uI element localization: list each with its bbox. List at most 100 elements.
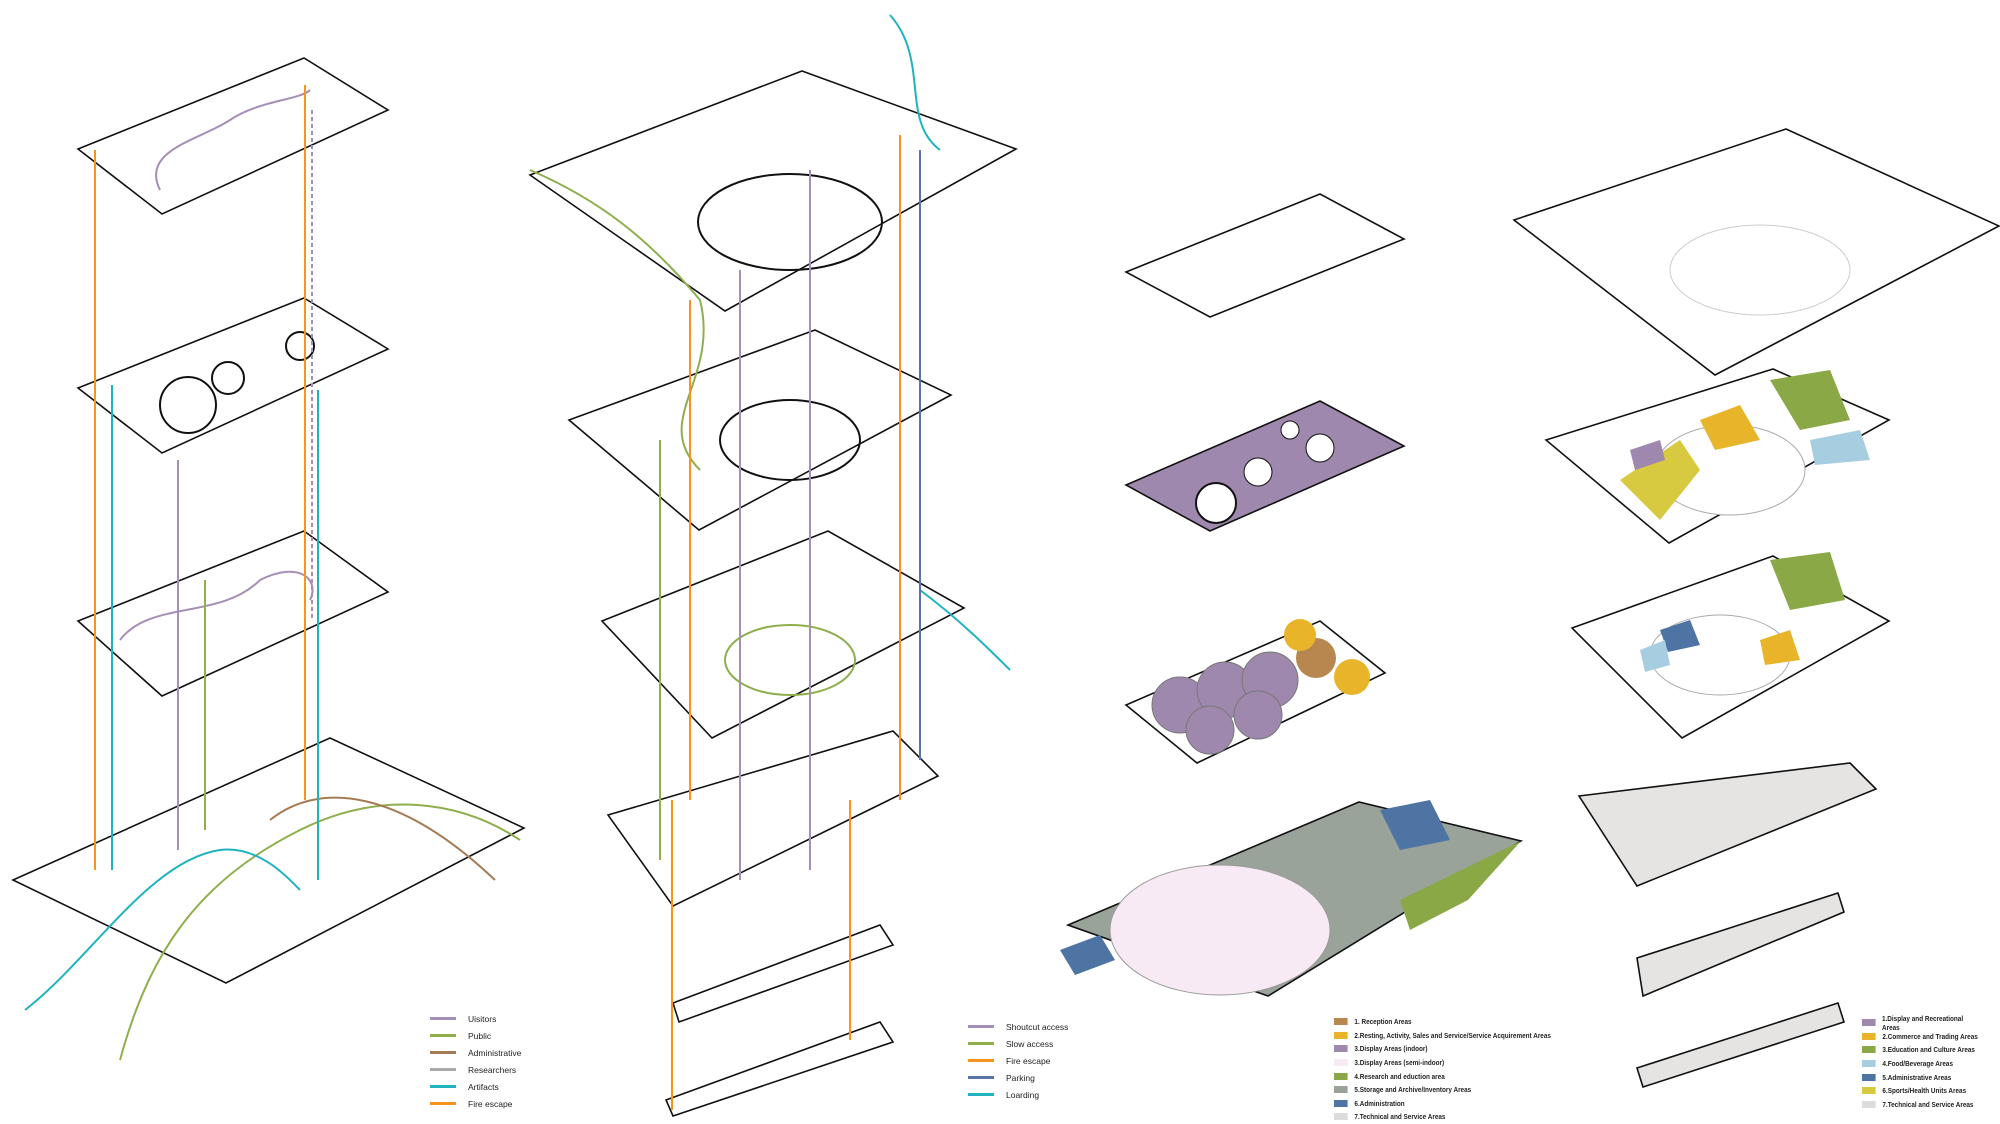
- legend-label: Fire escape: [1006, 1055, 1051, 1066]
- legend-swatch: [968, 1093, 994, 1096]
- legend-label: Slow access: [1006, 1038, 1054, 1049]
- legend-swatch: [1334, 1031, 1348, 1039]
- education-area: [1770, 552, 1845, 610]
- legend-item: Public: [430, 1027, 521, 1044]
- legend-item: Parking: [968, 1069, 1068, 1086]
- slow-access-route: [529, 169, 705, 471]
- legend-item: 6.Sports/Health Units Areas: [1862, 1084, 1979, 1098]
- commerce-area: [1760, 630, 1800, 665]
- central-void: [697, 173, 883, 271]
- legend-label: 2.Commerce and Trading Areas: [1882, 1031, 1978, 1041]
- legend-item: Fire escape: [430, 1095, 521, 1112]
- column-functions-2: [1512, 128, 2000, 1089]
- administration-area: [1060, 800, 1450, 975]
- legend-swatch: [968, 1059, 994, 1062]
- legend-item: 7.Technical and Service Areas: [1862, 1098, 1979, 1112]
- legend-item: 5.Administrative Areas: [1862, 1070, 1979, 1084]
- legend-item: 6.Administration: [1334, 1097, 1551, 1111]
- legend-item: Loarding: [968, 1086, 1068, 1103]
- legend-swatch: [1862, 1060, 1876, 1068]
- artifacts-route: [24, 848, 301, 1011]
- legend-swatch: [1334, 1113, 1348, 1121]
- legend-swatch: [1334, 1059, 1348, 1067]
- floor-plate-ground: [11, 737, 526, 984]
- void: [159, 376, 217, 434]
- void: [1243, 457, 1273, 487]
- resting-area: [1284, 619, 1316, 651]
- legend-label: 3.Display Areas (semi-indoor): [1354, 1058, 1445, 1068]
- legend-label: Researchers: [468, 1064, 517, 1075]
- legend-label: 3.Education and Culture Areas: [1882, 1045, 1975, 1055]
- legend-swatch: [1334, 1018, 1348, 1026]
- legend-item: 4.Research and eduction area: [1334, 1069, 1551, 1083]
- legend-label: Artifacts: [468, 1081, 499, 1092]
- void: [1195, 482, 1237, 524]
- sports-area: [1620, 440, 1700, 520]
- legend-item: 1. Reception Areas: [1334, 1015, 1551, 1029]
- void: [285, 331, 315, 361]
- legend-label: Uisitors: [468, 1013, 497, 1024]
- column-functions-1: [1060, 193, 1524, 997]
- legend-item: 3.Education and Culture Areas: [1862, 1043, 1979, 1057]
- parking-level-b3: [1635, 1001, 1846, 1089]
- parking-level: [606, 730, 940, 908]
- parking-level-b3: [664, 1021, 895, 1117]
- floor-plate-roof: [1512, 128, 2000, 376]
- legend-item: 1.Display and Recreational Areas: [1862, 1014, 1979, 1032]
- research-area: [1400, 841, 1521, 930]
- loading-route: [889, 14, 1011, 671]
- legend-swatch: [430, 1102, 456, 1105]
- legend-item: Uisitors: [430, 1010, 521, 1027]
- legend-label: 7.Technical and Service Areas: [1354, 1112, 1446, 1122]
- legend-label: Parking: [1006, 1072, 1035, 1083]
- legend-label: 4.Food/Beverage Areas: [1882, 1059, 1954, 1069]
- legend-swatch: [430, 1017, 456, 1020]
- legend-item: Slow access: [968, 1035, 1068, 1052]
- legend-swatch: [968, 1076, 994, 1079]
- legend-swatch: [430, 1051, 456, 1054]
- legend-item: 4.Food/Beverage Areas: [1862, 1057, 1979, 1071]
- admin-route: [269, 796, 496, 881]
- display-rooms: [1151, 651, 1299, 755]
- parking-level-b2: [672, 924, 895, 1024]
- legend-item: 2.Commerce and Trading Areas: [1862, 1030, 1979, 1044]
- courtyard-route: [724, 624, 856, 696]
- floor-plate-roof: [528, 70, 1018, 312]
- legend-swatch: [1862, 1087, 1876, 1095]
- visitor-route: [155, 89, 311, 191]
- legend-label: 1. Reception Areas: [1354, 1017, 1412, 1027]
- legend-label: 5.Administrative Areas: [1882, 1072, 1952, 1082]
- void: [1280, 420, 1300, 440]
- legend-label: Public: [468, 1030, 492, 1041]
- visitor-route: [119, 570, 314, 641]
- public-route: [119, 803, 521, 1061]
- legend-label: Loarding: [1006, 1089, 1040, 1100]
- legend-swatch: [430, 1034, 456, 1037]
- resting-area: [1334, 659, 1370, 695]
- legend-label: Fire escape: [468, 1098, 513, 1109]
- legend-label: 2.Resting, Activity, Sales and Service/S…: [1354, 1030, 1551, 1040]
- legend-swatch: [968, 1042, 994, 1045]
- legend-item: 7.Technical and Service Areas: [1334, 1110, 1551, 1124]
- legend-item: 2.Resting, Activity, Sales and Service/S…: [1334, 1029, 1551, 1043]
- legend-label: 7.Technical and Service Areas: [1882, 1099, 1974, 1109]
- legend-swatch: [968, 1025, 994, 1028]
- floor-plate-roof: [76, 57, 390, 215]
- void: [1305, 433, 1335, 463]
- legend-item: Artifacts: [430, 1078, 521, 1095]
- semi-indoor-display: [1109, 864, 1331, 996]
- legend-swatch: [1334, 1086, 1348, 1094]
- legend-label: 6.Sports/Health Units Areas: [1882, 1086, 1967, 1096]
- central-void: [1669, 224, 1851, 316]
- central-void: [719, 399, 861, 481]
- floor-plate-1: [76, 530, 390, 697]
- legend-item: Shoutcut access: [968, 1018, 1068, 1035]
- legend-item: 5.Storage and Archive/Inventory Areas: [1334, 1083, 1551, 1097]
- commerce-area: [1700, 405, 1760, 450]
- column-access-circulation: [528, 14, 1018, 1117]
- legend-functions-1: 1. Reception Areas 2.Resting, Activity, S…: [1334, 1015, 1589, 1124]
- admin-area: [1660, 620, 1700, 652]
